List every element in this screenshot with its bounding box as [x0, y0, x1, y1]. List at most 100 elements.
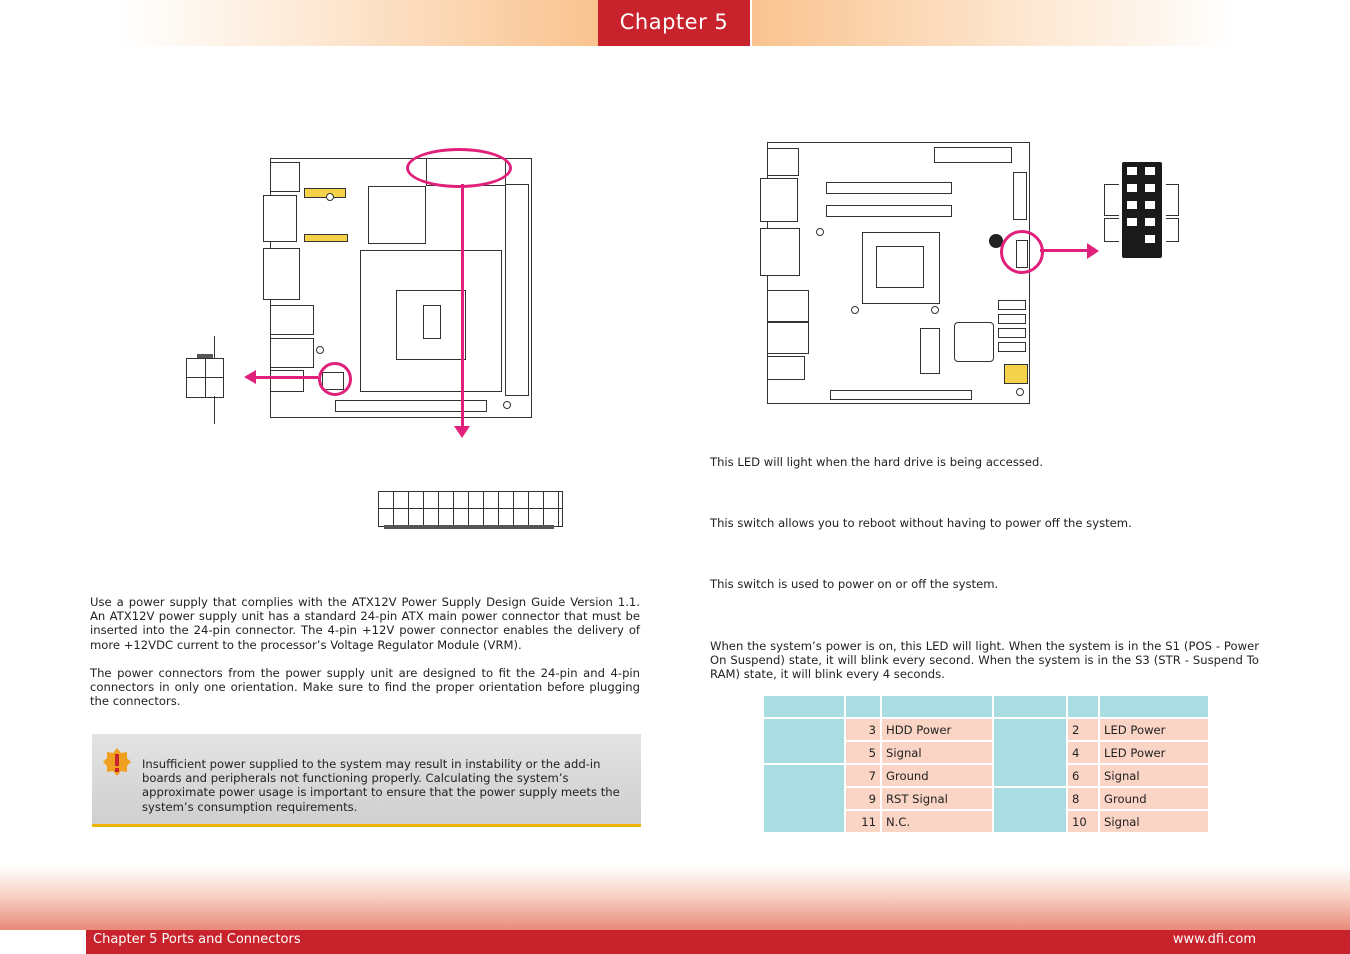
usb-port — [270, 305, 314, 335]
audio-port — [767, 356, 805, 380]
pin-number: 3 — [846, 719, 880, 740]
pin-number: 9 — [846, 788, 880, 809]
mount-hole — [816, 228, 824, 236]
sata-port — [998, 300, 1026, 310]
sata-port — [998, 328, 1026, 338]
arrow-left-icon — [244, 370, 256, 384]
power-switch-description: This switch is used to power on or off t… — [710, 577, 999, 591]
pin-number: 2 — [1068, 719, 1098, 740]
footer-website-link[interactable]: www.dfi.com — [1172, 932, 1256, 947]
memory-slot — [826, 205, 952, 217]
warning-exclamation-icon — [103, 748, 131, 776]
pin-function: HDD Power — [882, 719, 992, 740]
pin-bracket — [1104, 184, 1119, 216]
power-paragraph-1: Use a power supply that complies with th… — [90, 595, 640, 652]
four-pin-leader — [214, 396, 215, 424]
pin-bracket — [1166, 218, 1179, 242]
pin-function: RST Signal — [882, 788, 992, 809]
jumper-block — [304, 234, 348, 242]
table-row: 11 N.C. 10 Signal — [764, 811, 1208, 832]
hdd-led-description: This LED will light when the hard drive … — [710, 455, 1044, 469]
lan-port — [767, 322, 809, 354]
power-paragraph-2: The power connectors from the power supp… — [90, 666, 640, 709]
reset-switch-description: This switch allows you to reboot without… — [710, 516, 1132, 530]
highlight-front-panel — [1000, 230, 1044, 274]
mount-hole — [316, 346, 324, 354]
sata-port — [998, 342, 1026, 352]
arrow-left-line — [256, 376, 318, 379]
pin-function: Ground — [882, 765, 992, 786]
pin-function: LED Power — [1100, 719, 1208, 740]
jumper-block — [304, 188, 346, 198]
arrow-down-icon — [454, 426, 470, 438]
pin-number: 4 — [1068, 742, 1098, 763]
pin-function: Signal — [1100, 811, 1208, 832]
sata-port — [998, 314, 1026, 324]
jumper-block — [1004, 364, 1028, 384]
arrow-down-line — [461, 184, 464, 428]
header-connector — [1013, 172, 1027, 220]
pcie-slot — [335, 400, 487, 412]
header-connector — [920, 328, 940, 374]
pin-function: Ground — [1100, 788, 1208, 809]
cpu-socket-core — [423, 305, 441, 339]
warning-text: Insufficient power supplied to the syste… — [142, 757, 620, 814]
four-pin-detail — [186, 358, 224, 398]
table-row: 9 RST Signal 8 Ground — [764, 788, 1208, 832]
arrow-right-icon — [1087, 243, 1099, 259]
header-band-right — [752, 0, 1236, 46]
pin-number: 7 — [846, 765, 880, 786]
chapter-tab: Chapter 5 — [598, 0, 750, 46]
mount-hole — [931, 306, 939, 314]
cpu-socket-inner — [876, 246, 924, 288]
pin-number: 6 — [1068, 765, 1098, 786]
four-pin-leader — [214, 336, 215, 358]
chipset — [368, 186, 426, 244]
audio-port — [270, 370, 304, 392]
lan-port — [270, 338, 314, 368]
table-row: 3 HDD Power 2 LED Power — [764, 719, 1208, 786]
mount-hole — [1016, 388, 1024, 396]
io-port — [270, 162, 300, 192]
mount-hole — [851, 306, 859, 314]
footer-chapter-title: Chapter 5 Ports and Connectors — [93, 932, 301, 947]
highlight-24pin — [406, 148, 512, 188]
memory-slot — [826, 182, 952, 194]
arrow-right-line — [1040, 249, 1088, 252]
pin-function: Signal — [882, 742, 992, 763]
twenty-four-pin-latch — [384, 525, 554, 529]
front-panel-pin-detail — [1122, 162, 1162, 258]
io-port — [767, 148, 799, 176]
vga-port — [263, 195, 297, 242]
pin-function: Signal — [1100, 765, 1208, 786]
pin-function: LED Power — [1100, 742, 1208, 763]
table-row: 5 Signal 4 LED Power — [764, 742, 1208, 763]
pin-number: 10 — [1068, 811, 1098, 832]
four-pin-latch — [197, 354, 213, 358]
vga-port — [760, 178, 798, 222]
pin-bracket — [1104, 218, 1119, 242]
pin-number: 5 — [846, 742, 880, 763]
memory-slot — [505, 184, 529, 396]
footer-gradient — [0, 866, 1350, 930]
highlight-4pin — [318, 362, 352, 396]
front-panel-pin-table: 3 HDD Power 2 LED Power 5 Signal 4 LED P… — [762, 694, 1210, 834]
power-led-description: When the system’s power is on, this LED … — [710, 639, 1259, 682]
usb-port — [767, 290, 809, 322]
pcie-slot — [830, 390, 972, 400]
header-band-left — [120, 0, 598, 46]
twenty-four-pin-detail — [378, 491, 563, 527]
warning-box: Insufficient power supplied to the syste… — [92, 734, 641, 827]
atx-24pin-connector — [934, 147, 1012, 163]
pin-number: 8 — [1068, 788, 1098, 809]
dvi-port — [263, 248, 300, 300]
footer-bar: Chapter 5 Ports and Connectors www.dfi.c… — [86, 930, 1350, 954]
battery-icon — [989, 234, 1003, 248]
pch-chip — [954, 322, 994, 362]
pin-bracket — [1166, 184, 1179, 216]
mount-hole — [326, 193, 334, 201]
mount-hole — [503, 401, 511, 409]
pin-number: 11 — [846, 811, 880, 832]
dvi-port — [760, 228, 800, 276]
table-row: 7 Ground 6 Signal — [764, 765, 1208, 832]
